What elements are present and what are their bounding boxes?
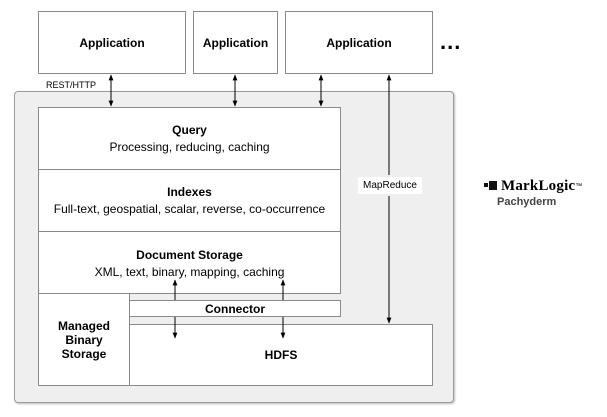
indexes-subtitle: Full-text, geospatial, scalar, reverse, …: [53, 202, 326, 216]
mapreduce-label: MapReduce: [358, 177, 422, 194]
document-storage-layer: Document Storage XML, text, binary, mapp…: [38, 231, 341, 294]
application-box-1: Application: [38, 11, 186, 74]
application-box-2: Application: [193, 11, 278, 74]
logo-trademark: ™: [575, 183, 583, 190]
indexes-title: Indexes: [167, 185, 212, 199]
mapreduce-text: MapReduce: [363, 180, 417, 191]
logo-brand: MarkLogic: [501, 178, 576, 194]
marklogic-logo-icon: [484, 180, 498, 193]
hdfs-title: HDFS: [264, 348, 298, 362]
indexes-layer: Indexes Full-text, geospatial, scalar, r…: [38, 169, 341, 232]
document-storage-title: Document Storage: [136, 248, 243, 262]
managed-binary-storage-title: Managed Binary Storage: [57, 318, 110, 361]
more-applications-indicator: ...: [440, 29, 462, 54]
application-label: Application: [326, 35, 392, 50]
connector-layer: Connector: [129, 300, 341, 317]
application-box-3: Application: [285, 11, 433, 74]
connector-title: Connector: [205, 301, 265, 316]
query-layer: Query Processing, reducing, caching: [38, 107, 341, 170]
application-label: Application: [202, 35, 269, 50]
application-label: Application: [79, 35, 145, 50]
logo-product: Pachyderm: [497, 196, 557, 208]
document-storage-subtitle: XML, text, binary, mapping, caching: [94, 265, 285, 279]
managed-binary-storage-layer: Managed Binary Storage: [38, 293, 130, 386]
query-subtitle: Processing, reducing, caching: [109, 140, 270, 154]
query-title: Query: [172, 123, 207, 137]
rest-http-label: REST/HTTP: [46, 80, 97, 90]
